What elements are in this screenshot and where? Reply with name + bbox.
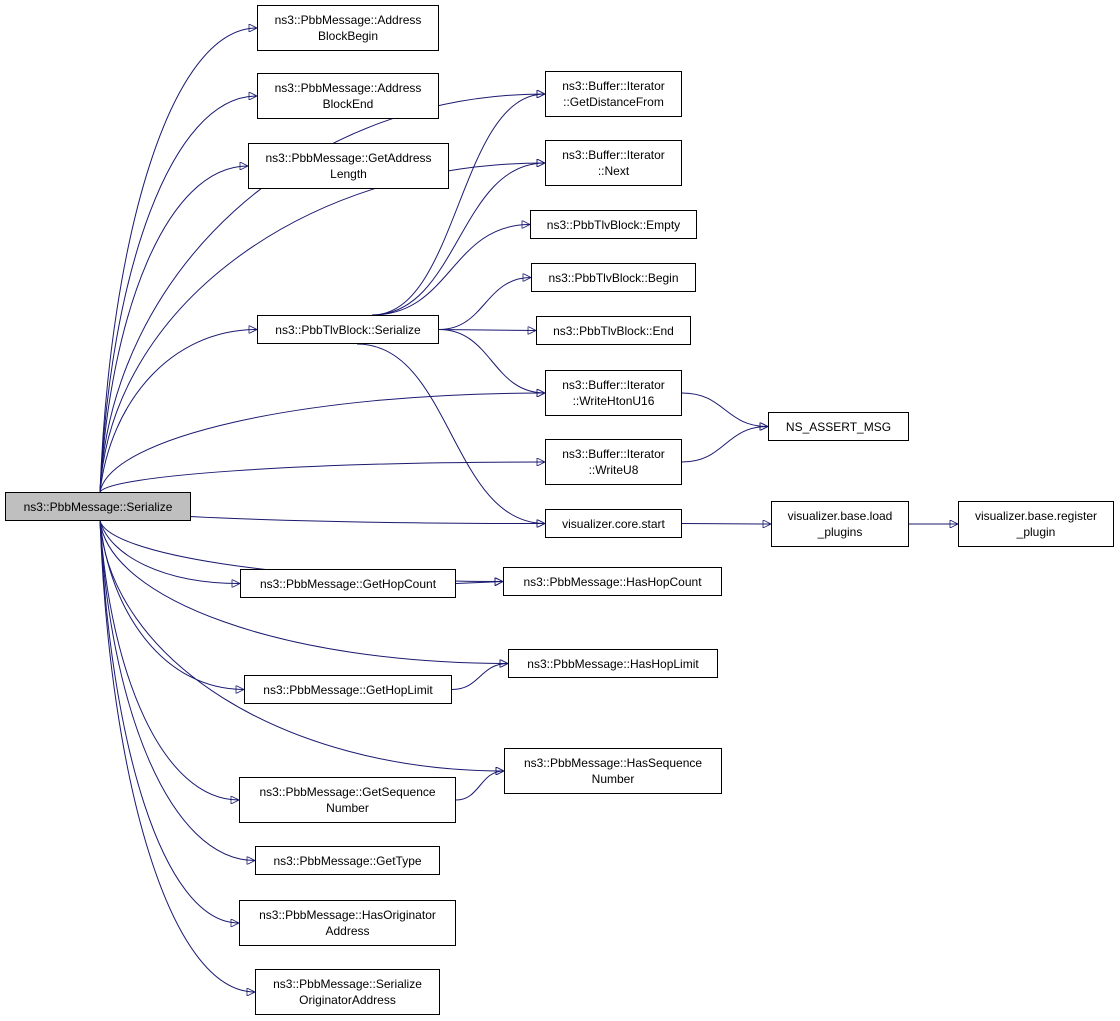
edge-whu16-to-assert (681, 392, 768, 427)
node-label: ns3::PbbTlvBlock::Serialize (275, 322, 421, 337)
node-label: ns3::PbbMessage::HasHopLimit (527, 656, 699, 671)
node-label: ::WriteU8 (588, 463, 639, 477)
edge-gsn-to-hsn (455, 771, 504, 801)
edge-root-to-gsn (99, 520, 239, 800)
node-has-hop-limit[interactable]: ns3::PbbMessage::HasHopLimit (508, 649, 718, 678)
node-label: ns3::PbbMessage::Serialize (273, 977, 422, 991)
node-address-block-begin[interactable]: ns3::PbbMessage::Address BlockBegin (257, 5, 439, 51)
edge-tlvser-to-vstart (356, 343, 545, 524)
node-iterator-get-distance-from[interactable]: ns3::Buffer::Iterator ::GetDistanceFrom (545, 71, 682, 117)
edge-tlvser-to-end (438, 330, 536, 331)
edge-root-to-wu8 (99, 462, 545, 493)
edge-tlvser-to-gdf (371, 94, 545, 316)
edge-tlvser-to-empty (371, 225, 530, 316)
edge-root-to-ghc (99, 520, 240, 584)
edge-root-to-whu16 (99, 393, 545, 493)
edge-root-to-gdf (99, 94, 545, 493)
edge-tlvser-to-next (371, 163, 545, 316)
node-has-sequence-number[interactable]: ns3::PbbMessage::HasSequence Number (504, 748, 722, 794)
node-label: visualizer.base.register (974, 509, 1098, 523)
node-label: ns3::PbbMessage::GetHopCount (259, 576, 437, 591)
node-label: ns3::PbbMessage::HasSequence (523, 756, 703, 770)
node-label: ns3::Buffer::Iterator (562, 378, 665, 392)
node-iterator-write-hton-u16[interactable]: ns3::Buffer::Iterator ::WriteHtonU16 (545, 370, 682, 416)
node-visualizer-core-start[interactable]: visualizer.core.start (545, 509, 682, 538)
node-label: ns3::Buffer::Iterator (562, 447, 665, 461)
node-label: OriginatorAddress (299, 993, 396, 1007)
node-tlvblock-empty[interactable]: ns3::PbbTlvBlock::Empty (530, 210, 697, 239)
node-label: _plugin (1016, 525, 1056, 539)
node-label: visualizer.core.start (562, 516, 665, 531)
node-label: ns3::Buffer::Iterator (562, 148, 665, 162)
node-label: Number (326, 801, 369, 815)
node-iterator-next[interactable]: ns3::Buffer::Iterator ::Next (545, 140, 682, 186)
node-label: ns3::PbbMessage::GetType (273, 853, 422, 868)
node-get-hop-limit[interactable]: ns3::PbbMessage::GetHopLimit (244, 675, 452, 704)
node-label: ns3::PbbMessage::Address (274, 13, 422, 27)
node-address-block-end[interactable]: ns3::PbbMessage::Address BlockEnd (257, 73, 439, 119)
node-tlvblock-end[interactable]: ns3::PbbTlvBlock::End (536, 316, 691, 345)
node-pbbmessage-serialize: ns3::PbbMessage::Serialize (5, 492, 191, 521)
node-label: ns3::PbbMessage::Serialize (23, 499, 173, 514)
edge-root-to-gal (99, 166, 248, 493)
node-label: ns3::PbbMessage::GetSequence (259, 785, 436, 799)
node-label: Address (325, 924, 370, 938)
edge-ghc-to-hhc (455, 582, 503, 584)
node-ns-assert-msg[interactable]: NS_ASSERT_MSG (768, 412, 909, 441)
node-label: ::Next (597, 164, 630, 178)
node-label: ns3::PbbMessage::HasHopCount (523, 574, 702, 589)
edge-root-to-tlvser (99, 330, 257, 493)
node-label: visualizer.base.load (787, 509, 893, 523)
node-get-hop-count[interactable]: ns3::PbbMessage::GetHopCount (240, 569, 456, 598)
node-visualizer-load-plugins[interactable]: visualizer.base.load _plugins (771, 501, 909, 547)
node-visualizer-register-plugin[interactable]: visualizer.base.register _plugin (958, 501, 1114, 547)
node-get-sequence-number[interactable]: ns3::PbbMessage::GetSequence Number (239, 777, 456, 823)
node-get-address-length[interactable]: ns3::PbbMessage::GetAddress Length (248, 143, 449, 189)
node-label: ns3::PbbTlvBlock::Empty (546, 217, 681, 232)
node-serialize-originator-address[interactable]: ns3::PbbMessage::Serialize OriginatorAdd… (255, 969, 440, 1015)
edge-ghl-to-hhl (451, 664, 508, 690)
node-label: _plugins (817, 525, 863, 539)
edge-root-to-abb (99, 28, 257, 493)
node-label: Number (591, 772, 635, 786)
edge-root-to-hhl (99, 520, 508, 664)
node-label: BlockEnd (322, 97, 374, 111)
node-label: ::GetDistanceFrom (563, 95, 664, 109)
node-label: ns3::PbbMessage::Address (274, 81, 422, 95)
edge-root-to-hoa (99, 520, 239, 923)
node-label: ::WriteHtonU16 (572, 394, 655, 408)
edge-wu8-to-assert (681, 427, 768, 463)
node-tlvblock-serialize[interactable]: ns3::PbbTlvBlock::Serialize (257, 315, 439, 344)
edge-root-to-ghl (99, 520, 244, 690)
node-label: BlockBegin (317, 29, 379, 43)
node-label: ns3::Buffer::Iterator (562, 79, 665, 93)
node-has-hop-count[interactable]: ns3::PbbMessage::HasHopCount (503, 567, 722, 596)
node-has-originator-address[interactable]: ns3::PbbMessage::HasOriginator Address (239, 900, 456, 946)
node-get-type[interactable]: ns3::PbbMessage::GetType (255, 846, 440, 875)
edge-root-to-gtype (99, 520, 255, 861)
node-tlvblock-begin[interactable]: ns3::PbbTlvBlock::Begin (531, 263, 696, 292)
node-label: ns3::PbbMessage::HasOriginator (259, 908, 436, 922)
node-label: ns3::PbbMessage::GetAddress (265, 151, 432, 165)
edge-tlvser-to-whu16 (438, 329, 545, 394)
edge-tlvser-to-begin (438, 278, 531, 330)
node-label: ns3::PbbMessage::GetHopLimit (263, 682, 433, 697)
edge-vstart-to-vload (681, 524, 771, 525)
edge-root-to-soa (99, 520, 255, 992)
node-label: Length (330, 167, 367, 181)
edge-root-to-abe (99, 96, 257, 493)
node-iterator-write-u8[interactable]: ns3::Buffer::Iterator ::WriteU8 (545, 439, 682, 485)
node-label: ns3::PbbTlvBlock::End (553, 323, 674, 338)
node-label: NS_ASSERT_MSG (785, 419, 892, 434)
edge-root-to-hsn (99, 520, 504, 771)
node-label: ns3::PbbTlvBlock::Begin (548, 270, 679, 285)
